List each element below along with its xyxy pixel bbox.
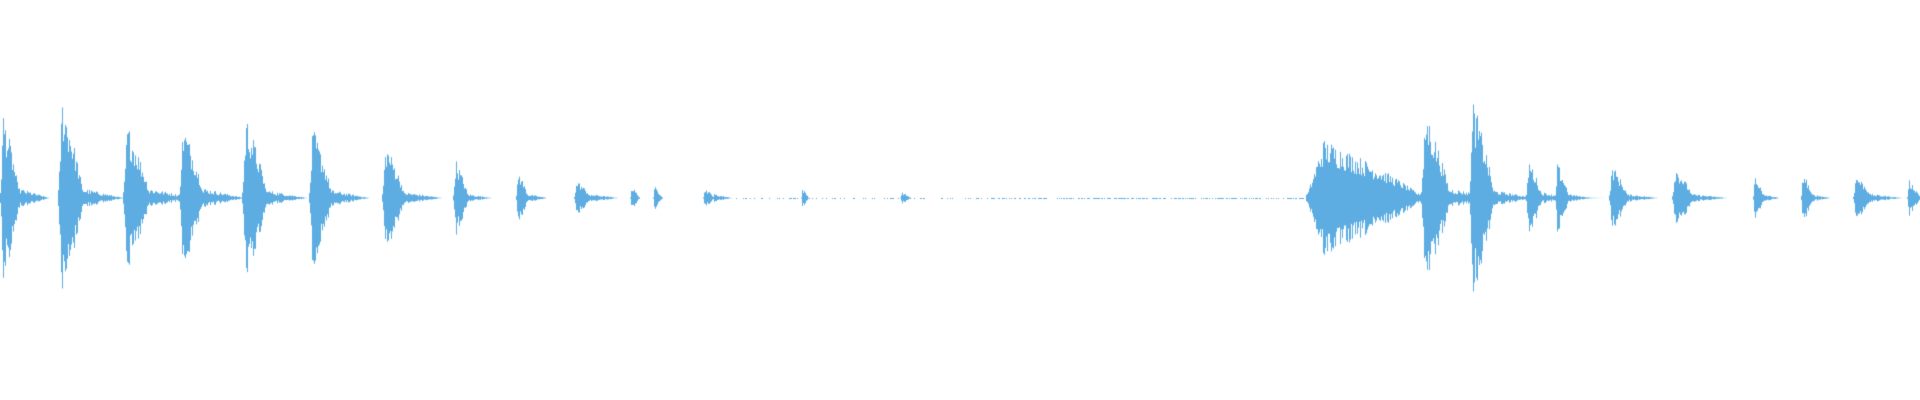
audio-waveform[interactable] (0, 0, 1920, 400)
